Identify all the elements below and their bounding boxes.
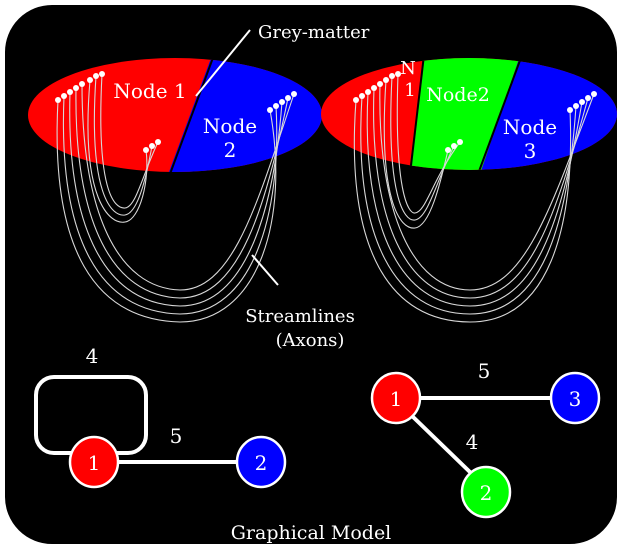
left-graph-node-1: 1 [68,435,120,489]
right-graph-edge-1-3-weight: 5 [478,359,491,383]
left-graph-edge-self-weight: 4 [86,344,99,368]
right-brain-node3-label-line2: 3 [524,139,537,163]
caption: Graphical Model [231,522,392,544]
svg-text:2: 2 [255,451,268,475]
left-graph-node-2: 2 [235,435,287,489]
svg-text:2: 2 [480,481,493,505]
right-brain-node1-label-line1: N [400,58,416,79]
right-graph: 5 4 1 3 2 [370,359,601,519]
left-graph: 4 5 1 2 [34,344,287,489]
right-brain-node1-label-line2: 1 [404,80,415,101]
right-brain-node3-region [478,58,617,170]
right-streamlines [353,73,595,323]
svg-text:3: 3 [569,387,582,411]
left-brain-node2-label-line1: Node [203,114,257,138]
right-streamline-endpoints [353,71,597,153]
right-graph-node-3: 3 [549,371,601,425]
left-brain: Node 1 Node 2 [28,58,322,323]
right-graph-edge-1-2-weight: 4 [466,430,479,454]
left-brain-node2-label-line2: 2 [224,138,237,162]
left-streamlines [56,73,295,323]
left-brain-node1-label: Node 1 [113,79,186,103]
streamlines-label-line1: Streamlines [245,306,355,327]
left-streamline-endpoints [55,71,297,153]
right-graph-node-1: 1 [370,371,422,425]
streamlines-pointer [251,254,279,286]
right-graph-node-2: 2 [460,465,512,519]
right-brain-node3-label-line1: Node [503,115,557,139]
grey-matter-label: Grey-matter [258,22,370,43]
left-graph-edge-1-2-weight: 5 [170,424,183,448]
svg-text:1: 1 [88,451,101,475]
left-brain-divider [169,58,215,172]
right-brain-node2-label: Node2 [426,84,490,106]
right-brain: N 1 Node2 Node 3 [321,58,617,323]
svg-text:1: 1 [390,387,403,411]
streamlines-label-line2: (Axons) [276,330,345,351]
right-graph-edge-1-2 [408,412,474,476]
right-brain-node2-region [410,58,522,170]
grey-matter-pointer [195,29,251,97]
